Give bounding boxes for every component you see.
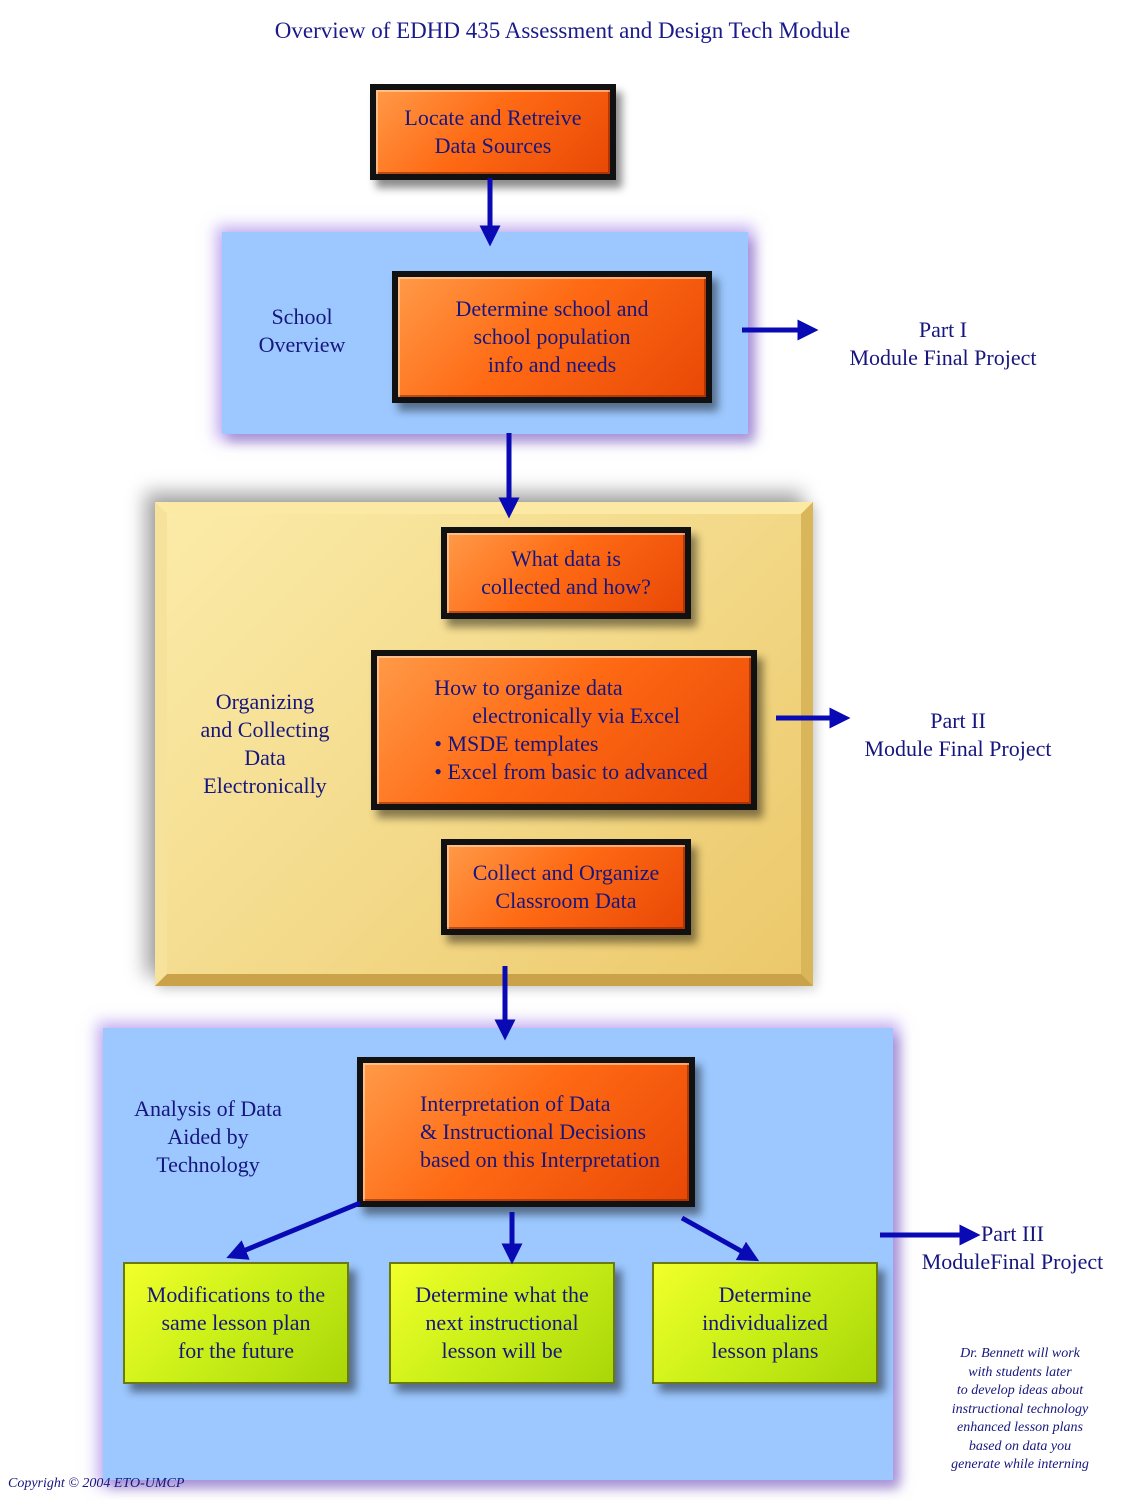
note-line: generate while interning — [951, 1457, 1089, 1472]
box-line: Determine what the — [415, 1282, 589, 1307]
school-needs-box: Determine school and school population i… — [392, 271, 712, 403]
label-line: Technology — [156, 1152, 260, 1177]
collect-organize-box: Collect and Organize Classroom Data — [441, 839, 691, 935]
label-line: and Collecting — [200, 717, 330, 742]
box-line: collected and how? — [481, 574, 651, 599]
box-line: & Instructional Decisions — [419, 1119, 647, 1144]
box-line: • MSDE templates — [434, 731, 599, 756]
outcome-next-lesson-box: Determine what the next instructional le… — [389, 1262, 615, 1384]
box-line: same lesson plan — [161, 1310, 311, 1335]
box-line: info and needs — [487, 352, 617, 377]
school-overview-label: School Overview — [232, 303, 372, 359]
organize-excel-box: How to organize data electronically via … — [371, 650, 757, 810]
note-line: with students later — [968, 1364, 1072, 1380]
part-3-label: Part III ModuleFinal Project — [900, 1220, 1125, 1276]
box-line: Classroom Data — [495, 888, 637, 913]
analysis-label: Analysis of Data Aided by Technology — [110, 1095, 306, 1179]
part-line: Module Final Project — [849, 345, 1037, 370]
label-line: Overview — [258, 332, 346, 357]
box-line: individualized — [702, 1310, 828, 1335]
box-line: electronically via Excel — [472, 703, 680, 728]
box-line: lesson will be — [441, 1338, 563, 1363]
box-line: Modifications to the — [146, 1282, 326, 1307]
organizing-label: Organizing and Collecting Data Electroni… — [180, 688, 350, 800]
box-line: Interpretation of Data — [419, 1091, 611, 1116]
label-line: Aided by — [167, 1124, 249, 1149]
outcome-modifications-box: Modifications to the same lesson plan fo… — [123, 1262, 349, 1384]
box-line: based on this Interpretation — [419, 1147, 661, 1172]
note-line: enhanced lesson plans — [957, 1420, 1083, 1435]
part-line: Module Final Project — [864, 736, 1052, 761]
label-line: Electronically — [203, 773, 327, 798]
box-line: What data is — [511, 546, 621, 571]
box-line: Data Sources — [434, 133, 552, 158]
label-line: Data — [244, 745, 286, 770]
part-line: Part II — [930, 708, 986, 733]
what-data-box: What data is collected and how? — [441, 527, 691, 619]
page-title: Overview of EDHD 435 Assessment and Desi… — [274, 18, 851, 43]
part-line: Part I — [918, 317, 968, 342]
box-line: How to organize data — [434, 675, 623, 700]
note-line: Dr. Bennett will work — [960, 1346, 1080, 1361]
outcome-individualized-box: Determine individualized lesson plans — [652, 1262, 878, 1384]
part-line: Part III — [981, 1221, 1044, 1246]
label-line: School — [271, 304, 333, 329]
dr-bennett-note: Dr. Bennett will work with students late… — [925, 1345, 1115, 1475]
box-line: Determine school and — [455, 296, 649, 321]
part-line: ModuleFinal Project — [921, 1249, 1104, 1274]
box-line: for the future — [177, 1338, 295, 1363]
note-line: instructional technology — [951, 1401, 1089, 1417]
box-line: Collect and Organize — [472, 860, 660, 885]
note-line: to develop ideas about — [956, 1383, 1084, 1398]
note-line: based on data you — [968, 1438, 1072, 1454]
box-line: Locate and Retreive — [404, 105, 582, 130]
box-line: Determine — [718, 1282, 812, 1307]
copyright: Copyright © 2004 ETO-UMCP — [8, 1476, 185, 1491]
box-line: school population — [473, 324, 631, 349]
label-line: Analysis of Data — [134, 1096, 282, 1121]
box-line: next instructional — [425, 1310, 579, 1335]
label-line: Organizing — [215, 689, 315, 714]
locate-data-sources-box: Locate and Retreive Data Sources — [370, 84, 616, 180]
part-2-label: Part II Module Final Project — [838, 707, 1078, 763]
part-1-label: Part I Module Final Project — [822, 316, 1064, 372]
box-line: • Excel from basic to advanced — [434, 759, 708, 784]
arrow-interp-to-individualized — [680, 1215, 760, 1262]
interpretation-box: Interpretation of Data & Instructional D… — [357, 1057, 695, 1207]
arrow-interp-to-modifications — [226, 1200, 361, 1260]
box-line: lesson plans — [711, 1338, 819, 1363]
